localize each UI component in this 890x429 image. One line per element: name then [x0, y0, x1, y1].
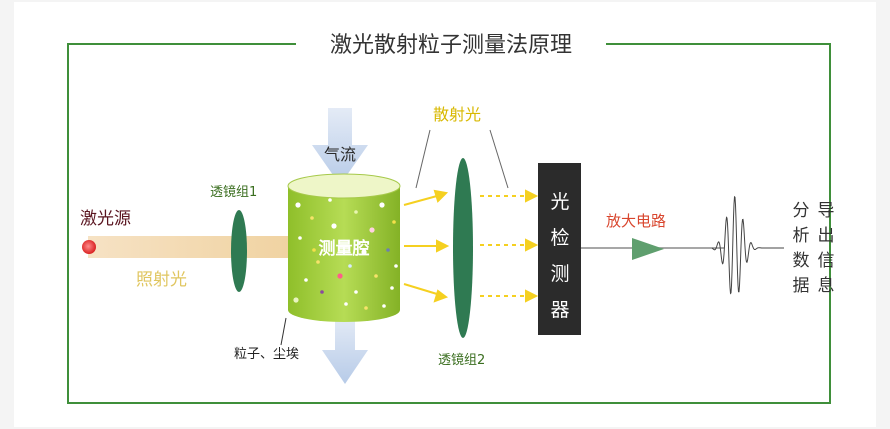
lens-group-1-label: 透镜组1: [210, 185, 257, 200]
output-label: 分 导 析 出 数 信 据 息: [793, 201, 835, 296]
scattered-light-label: 散射光: [433, 105, 481, 124]
frame: [67, 43, 831, 404]
output-char-6: 信: [818, 251, 835, 271]
diagram-title: 激光散射粒子测量法原理: [330, 33, 572, 58]
particle-dots: [293, 198, 398, 310]
photodetector-label: 光 检 测 器: [550, 191, 569, 321]
particle-dot: [320, 290, 324, 294]
photodetector-char-3: 测: [550, 263, 569, 285]
photodetector-char-4: 器: [550, 299, 569, 321]
particles-pointer-line: [280, 317, 287, 346]
scattered-light-callout: [415, 129, 509, 189]
output-char-5: 数: [793, 251, 810, 271]
laser-emitter-icon: [82, 240, 96, 254]
photodetector-char-1: 光: [550, 191, 569, 213]
photodetector-char-2: 检: [550, 227, 569, 249]
particle-dot: [348, 264, 352, 268]
particle-dot: [354, 210, 358, 214]
particle-dot: [328, 198, 332, 202]
output-char-3: 析: [793, 226, 810, 246]
particles-dust-label: 粒子、尘埃: [234, 347, 299, 362]
particle-dot: [316, 260, 320, 264]
particle-dot: [390, 286, 394, 290]
particle-dot: [293, 297, 299, 303]
particle-dot: [331, 223, 337, 229]
particle-dot: [312, 248, 316, 252]
airflow-in-arrow: [312, 108, 368, 185]
particle-dot: [379, 202, 385, 208]
output-char-7: 据: [793, 276, 810, 296]
output-char-2: 导: [818, 201, 835, 221]
particle-dot: [382, 304, 386, 308]
particle-dot: [298, 236, 302, 240]
particle-dot: [295, 202, 301, 208]
particle-dot: [361, 249, 367, 255]
photodetector: [538, 163, 581, 335]
airflow-out-arrow: [322, 316, 368, 384]
particle-dot: [392, 220, 396, 224]
lens-group-1: [231, 210, 247, 292]
lens-group-2: [453, 158, 473, 338]
measuring-chamber: [287, 173, 401, 322]
output-char-1: 分: [793, 201, 810, 221]
laser-source-label: 激光源: [80, 209, 131, 229]
particle-dot: [344, 302, 348, 306]
scatter-arrows: [403, 189, 450, 303]
particle-dot: [386, 248, 390, 252]
irradiation-beam: [88, 236, 300, 258]
diagram-card: [14, 2, 876, 427]
airflow-label: 气流: [324, 145, 356, 164]
output-char-4: 出: [818, 226, 835, 246]
focused-arrows: [480, 189, 539, 303]
measuring-chamber-label: 测量腔: [319, 238, 370, 259]
particle-dot: [394, 264, 398, 268]
particle-dot: [354, 290, 358, 294]
particle-dot: [337, 273, 343, 279]
amplifier-circuit-label: 放大电路: [606, 212, 666, 230]
amplifier-icon: [632, 238, 664, 260]
particle-dot: [364, 306, 368, 310]
output-char-8: 息: [818, 276, 835, 296]
particle-dot: [374, 274, 378, 278]
lens-group-2-label: 透镜组2: [438, 353, 485, 368]
particle-dot: [304, 278, 308, 282]
particle-dot: [310, 216, 314, 220]
irradiation-light-label: 照射光: [136, 270, 187, 290]
particle-dot: [369, 227, 375, 233]
waveform-icon: [711, 195, 784, 295]
